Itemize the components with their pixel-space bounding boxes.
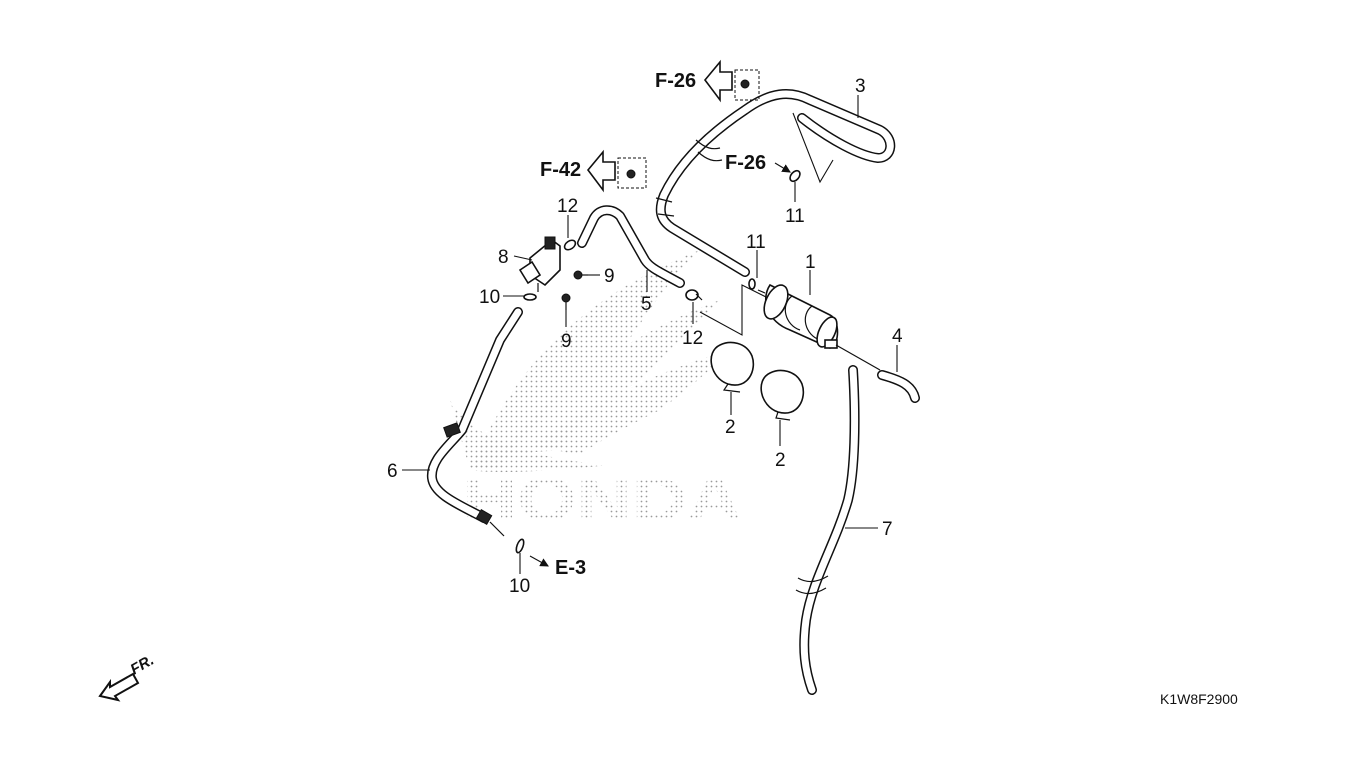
callout-8: 8 bbox=[498, 247, 509, 268]
solenoid-valve-8 bbox=[513, 236, 561, 292]
ref-f26-top: F-26 bbox=[655, 70, 696, 92]
callout-9-lower: 9 bbox=[561, 331, 572, 352]
band-2-left bbox=[710, 341, 755, 415]
honda-wing-watermark: HONDA bbox=[450, 250, 742, 533]
hose-6 bbox=[402, 307, 523, 537]
callout-10-lower: 10 bbox=[509, 576, 530, 597]
ref-arrow-f26-top bbox=[703, 59, 760, 103]
watermark-text: HONDA bbox=[462, 466, 742, 533]
callout-5: 5 bbox=[641, 294, 652, 315]
callout-3: 3 bbox=[855, 76, 866, 97]
callout-2-right: 2 bbox=[775, 450, 786, 471]
front-direction-indicator: FR. bbox=[98, 652, 157, 702]
callout-7: 7 bbox=[882, 519, 893, 540]
clip-10-upper bbox=[503, 293, 537, 301]
ref-f42: F-42 bbox=[540, 159, 581, 181]
hose-4 bbox=[877, 345, 920, 403]
hose-5 bbox=[577, 205, 685, 292]
callout-1: 1 bbox=[805, 252, 816, 273]
clamp-12-upper bbox=[563, 215, 577, 251]
callout-9-upper: 9 bbox=[604, 266, 615, 287]
canister-1 bbox=[757, 270, 881, 371]
ref-e3: E-3 bbox=[555, 557, 586, 579]
front-arrow-icon bbox=[98, 672, 140, 702]
callout-6: 6 bbox=[387, 461, 398, 482]
assembly-connector-line bbox=[699, 284, 769, 336]
bolt-9-lower bbox=[561, 293, 571, 327]
ref-arrow-f42 bbox=[586, 149, 647, 193]
callout-12-lower: 12 bbox=[682, 328, 703, 349]
clip-10-lower bbox=[515, 538, 549, 574]
callout-11-upper: 11 bbox=[785, 206, 805, 227]
bolt-9-upper bbox=[573, 270, 600, 280]
hose-7 bbox=[795, 365, 878, 695]
ref-f26-mid: F-26 bbox=[725, 152, 766, 174]
callout-11-canister: 11 bbox=[746, 232, 766, 253]
band-2-right bbox=[760, 369, 805, 446]
clamp-12-lower bbox=[685, 289, 703, 324]
diagram-code: K1W8F2900 bbox=[1160, 691, 1238, 707]
callout-2-left: 2 bbox=[725, 417, 736, 438]
clip-11-canister bbox=[748, 250, 758, 290]
callout-10-upper: 10 bbox=[479, 287, 500, 308]
callout-4: 4 bbox=[892, 326, 903, 347]
clip-11-upper bbox=[774, 162, 801, 202]
callout-12-upper: 12 bbox=[557, 196, 578, 217]
hose-3 bbox=[655, 89, 896, 277]
